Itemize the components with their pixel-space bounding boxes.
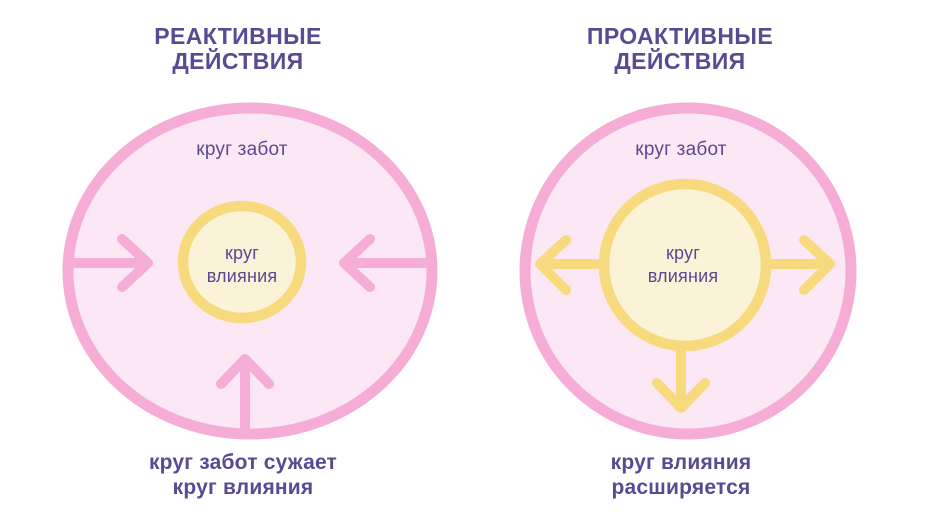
caption-left: круг забот сужает круг влияния [149,450,337,500]
outward-arrow-left-icon [535,235,605,295]
influence-label-right: круг влияния [648,242,719,288]
title-right-line2: ДЕЙСТВИЯ [614,48,746,74]
influence-label-left-line1: круг [224,243,260,263]
caption-right: круг влияния расширяется [611,450,752,500]
title-right-line1: ПРОАКТИВНЫЕ [586,23,774,49]
outward-arrow-right-icon [765,235,835,295]
title-left: РЕАКТИВНЫЕ ДЕЙСТВИЯ [154,24,322,74]
caption-right-line2: расширяется [611,476,751,499]
title-left-line2: ДЕЙСТВИЯ [172,48,304,74]
concern-label-left: круг забот [196,139,288,160]
title-left-line1: РЕАКТИВНЫЕ [154,23,322,49]
caption-left-line1: круг забот сужает [148,451,338,474]
influence-label-left: круг влияния [207,242,278,288]
inward-arrow-right-icon [339,234,433,292]
circle-of-influence-right [598,178,772,352]
caption-left-line2: круг влияния [172,476,314,499]
inward-arrow-bottom-icon [216,354,274,436]
influence-label-right-line1: круг [665,243,701,263]
title-right: ПРОАКТИВНЫЕ ДЕЙСТВИЯ [587,24,773,74]
influence-label-right-line2: влияния [647,266,719,286]
outward-arrow-bottom-icon [652,345,710,413]
caption-right-line1: круг влияния [610,451,752,474]
concern-label-right: круг забот [635,139,727,160]
inward-arrow-left-icon [67,234,153,292]
circle-of-influence-left [177,200,307,324]
influence-label-left-line2: влияния [206,266,278,286]
